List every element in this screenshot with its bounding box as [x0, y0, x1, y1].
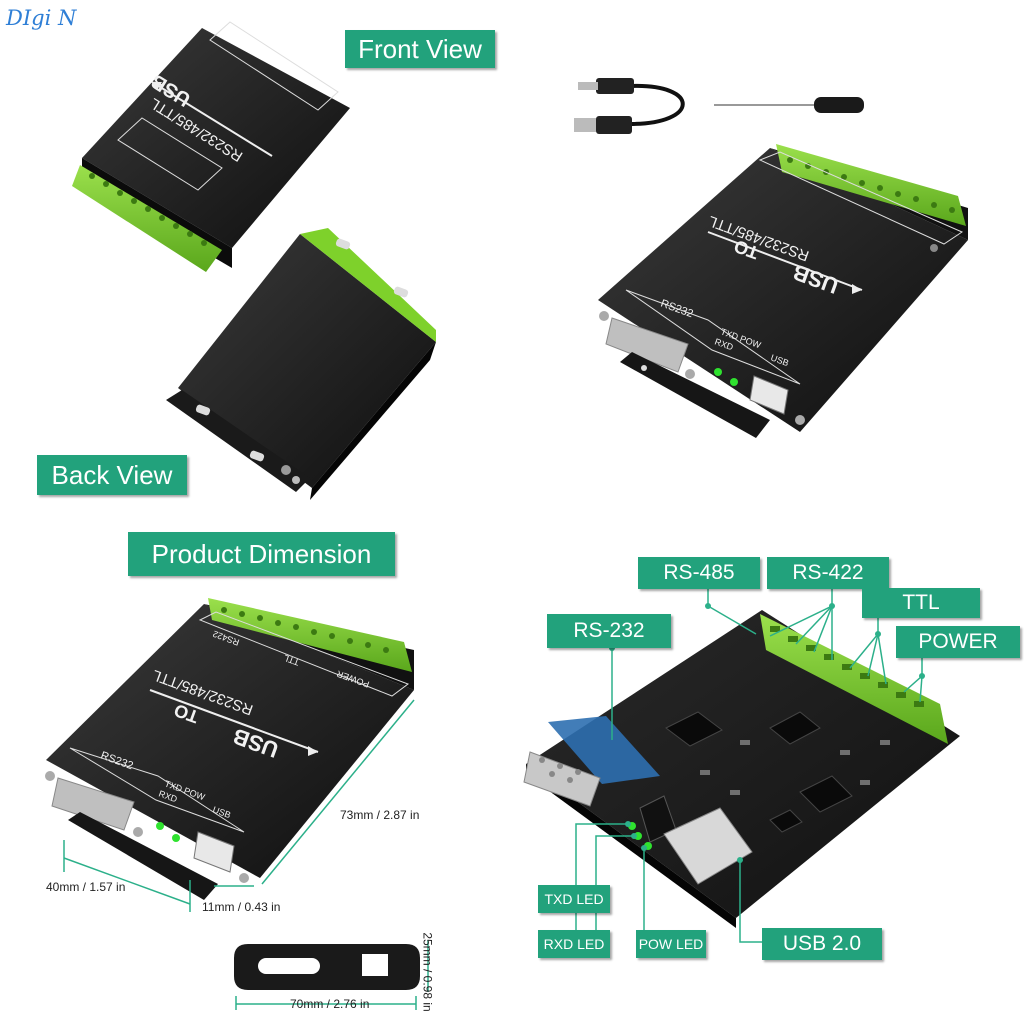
- screwdriver: [714, 97, 864, 113]
- pcb-board: [523, 610, 960, 928]
- ttl-label: TTL: [862, 588, 980, 618]
- rxd-led-label: RXD LED: [538, 930, 610, 958]
- usb-cable: [574, 78, 685, 134]
- dimension-width: 40mm / 1.57 in: [46, 880, 126, 894]
- product-dimension-label: Product Dimension: [128, 532, 395, 576]
- device-led: [714, 368, 722, 376]
- dimension-plate-length: 70mm / 2.76 in: [290, 997, 370, 1011]
- usb20-label: USB 2.0: [762, 928, 882, 960]
- dimension-plate-width: 25mm / 0.98 in: [420, 932, 435, 1012]
- back-view-device: [166, 228, 436, 500]
- rs422-label: RS-422: [767, 557, 889, 589]
- back-view-label: Back View: [37, 455, 187, 495]
- watermark: DIgi N: [6, 6, 77, 30]
- txd-led-label: TXD LED: [538, 885, 610, 913]
- power-label: POWER: [896, 626, 1020, 658]
- mounting-plate: [234, 944, 420, 990]
- rs232-label: RS-232: [547, 614, 671, 648]
- dimension-lines: [63, 699, 429, 1010]
- device-led: [730, 378, 738, 386]
- dimension-height: 73mm / 2.87 in: [340, 808, 420, 822]
- front-view-device: USB RS232/485/TTL: [72, 21, 350, 272]
- rs485-label: RS-485: [638, 557, 760, 589]
- top-right-device: USB TO RS232/485/TTL RS232 TXD POW RXD U…: [598, 144, 968, 438]
- dimension-device: USB TO RS232/485/TTL POWER TTL RS422 RS2…: [45, 598, 414, 900]
- dimension-flange: 11mm / 0.43 in: [202, 900, 281, 914]
- pow-led-label: POW LED: [636, 930, 706, 958]
- front-view-label: Front View: [345, 30, 495, 68]
